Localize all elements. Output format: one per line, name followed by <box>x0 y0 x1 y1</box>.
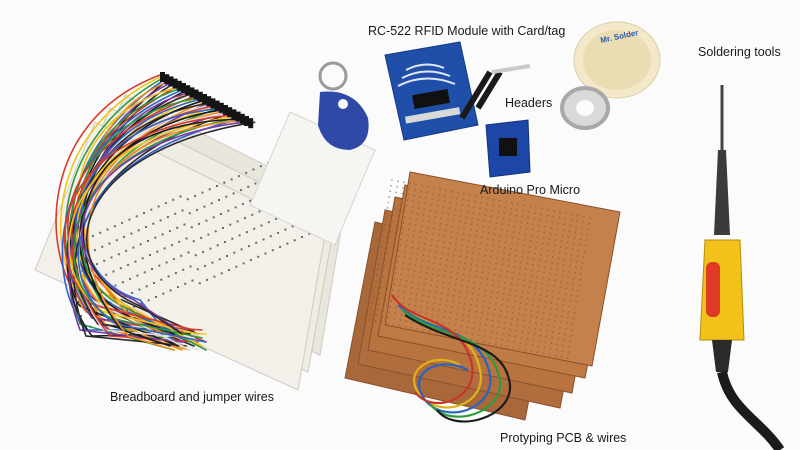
rfid-key-tag <box>318 61 369 150</box>
headers-label: Headers <box>505 96 553 110</box>
rfid-label: RC-522 RFID Module with Card/tag <box>368 24 566 38</box>
soldering-tools-label: Soldering tools <box>698 45 781 59</box>
breadboard-label: Breadboard and jumper wires <box>110 390 274 404</box>
arduino-label: Arduino Pro Micro <box>480 183 581 197</box>
arduino-pro-micro-board <box>485 119 531 178</box>
pcb-label: Protyping PCB & wires <box>500 431 627 445</box>
prototyping-pcb-stack <box>344 171 621 421</box>
hookup-wires <box>391 294 512 423</box>
rfid-module-board <box>384 41 479 141</box>
pin-headers <box>459 64 531 120</box>
jumper-wires <box>55 72 256 351</box>
solder-wire-spool <box>560 21 661 130</box>
soldering-iron <box>699 85 785 450</box>
